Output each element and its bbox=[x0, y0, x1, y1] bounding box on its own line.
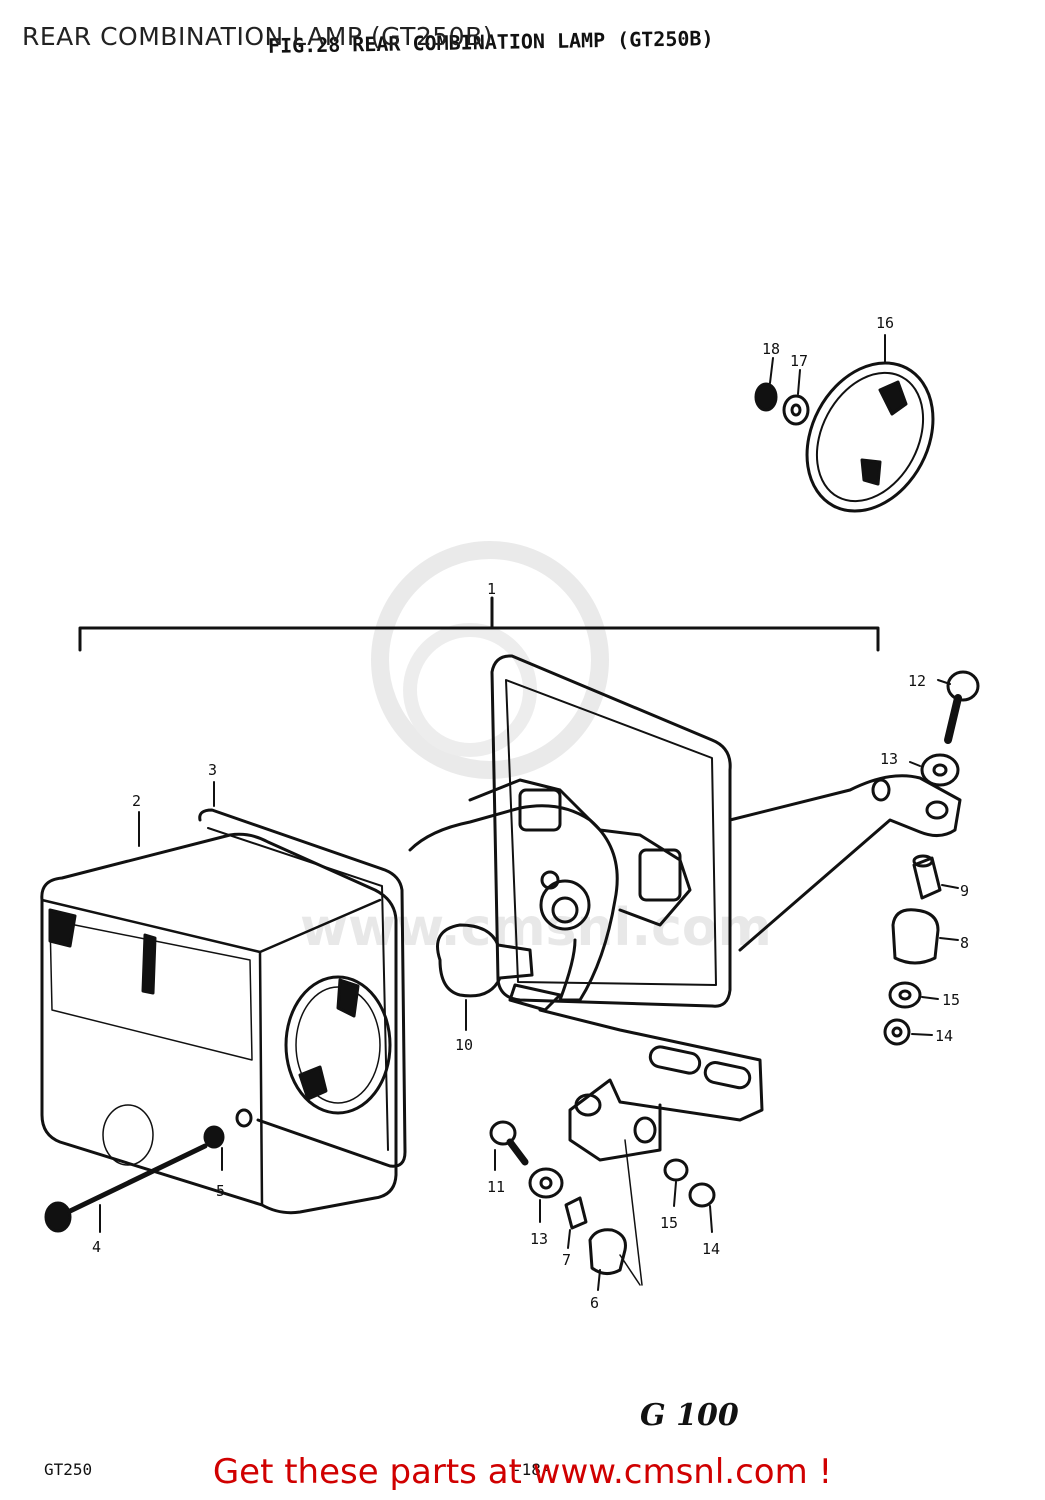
callout-labels: 1 2 3 4 5 6 7 8 9 10 11 12 13 13 14 14 1… bbox=[92, 314, 969, 1312]
nut-14-right bbox=[883, 1018, 933, 1046]
callout-13-lower: 13 bbox=[530, 1230, 548, 1248]
watermark-logo: www.cmsnl.com bbox=[300, 541, 772, 958]
callout-13-right: 13 bbox=[880, 750, 898, 768]
washer-15-lower bbox=[663, 1158, 689, 1207]
lens-gasket bbox=[198, 781, 407, 1168]
collar-7 bbox=[564, 1196, 588, 1249]
screw-4 bbox=[44, 1143, 208, 1233]
callout-11: 11 bbox=[487, 1178, 505, 1196]
callout-15-lower: 15 bbox=[660, 1214, 678, 1232]
callout-17: 17 bbox=[790, 352, 808, 370]
washer-15-right bbox=[888, 981, 939, 1009]
washer-17 bbox=[782, 369, 810, 426]
bulb-part bbox=[436, 923, 534, 1031]
callout-4: 4 bbox=[92, 1238, 101, 1256]
socket-plate bbox=[408, 778, 692, 1002]
callout-9: 9 bbox=[960, 882, 969, 900]
bolt-11 bbox=[489, 1120, 529, 1171]
callout-3: 3 bbox=[208, 761, 217, 779]
callout-18: 18 bbox=[762, 340, 780, 358]
collar-9 bbox=[912, 854, 959, 900]
callout-8: 8 bbox=[960, 934, 969, 952]
callout-16: 16 bbox=[876, 314, 894, 332]
page-number: -18- bbox=[512, 1460, 551, 1479]
callout-12: 12 bbox=[908, 672, 926, 690]
cushion-8 bbox=[891, 908, 959, 965]
nut-18 bbox=[754, 357, 778, 412]
model-code: GT250 bbox=[44, 1460, 93, 1479]
license-bracket bbox=[508, 983, 764, 1162]
bolt-12 bbox=[937, 670, 980, 744]
page-title: REAR COMBINATION LAMP (GT250B) bbox=[22, 22, 493, 51]
callout-14-right: 14 bbox=[935, 1027, 953, 1045]
get-parts-link[interactable]: Get these parts at www.cmsnl.com ! bbox=[212, 1452, 833, 1492]
callout-10: 10 bbox=[455, 1036, 473, 1054]
washer-13-right bbox=[909, 753, 960, 787]
lamp-base-plate bbox=[490, 654, 732, 1008]
callout-15-right: 15 bbox=[942, 991, 960, 1009]
mounting-bracket bbox=[728, 774, 962, 952]
callout-6: 6 bbox=[590, 1294, 599, 1312]
watermark-text: www.cmsnl.com bbox=[300, 898, 772, 958]
callout-2: 2 bbox=[132, 792, 141, 810]
cushion-6 bbox=[588, 1139, 643, 1291]
callout-7: 7 bbox=[562, 1251, 571, 1269]
assembly-bracket bbox=[78, 596, 880, 652]
callout-5: 5 bbox=[216, 1182, 225, 1200]
callout-14-lower: 14 bbox=[702, 1240, 720, 1258]
nut-5 bbox=[203, 1125, 225, 1171]
nut-14-lower bbox=[688, 1182, 716, 1233]
washer-13-lower bbox=[528, 1167, 564, 1223]
lamp-lens bbox=[40, 811, 398, 1215]
callout-1: 1 bbox=[487, 580, 496, 598]
page-code: G 100 bbox=[640, 1398, 739, 1433]
reflector-part bbox=[805, 334, 935, 513]
